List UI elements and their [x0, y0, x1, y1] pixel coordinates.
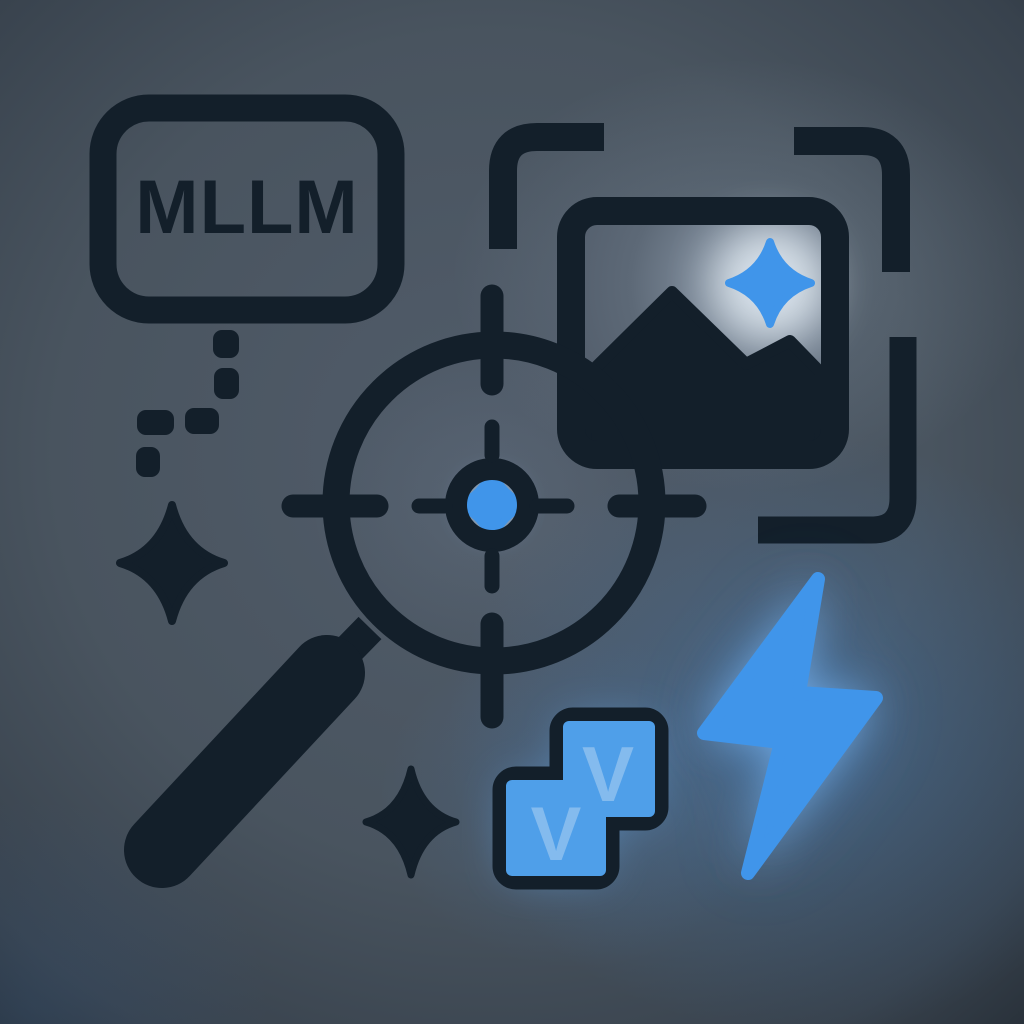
v-blocks-icon: V V	[492, 707, 669, 890]
frame-bracket-top-left	[489, 123, 604, 249]
photo-frame-border	[557, 197, 849, 469]
reticle-inner-circle	[445, 458, 539, 552]
sparkle-icon-left	[116, 501, 228, 625]
crosshair-magnifier-icon	[124, 284, 707, 888]
magnifier-handle	[124, 635, 365, 888]
photo-icon	[557, 197, 849, 469]
frame-bracket-top-right	[794, 127, 910, 272]
reticle-outer-ticks	[281, 284, 707, 729]
frame-bracket-bottom-right	[758, 337, 917, 544]
mllm-badge-icon: MLLM	[89, 94, 405, 324]
sparkle-icon-bottom	[362, 765, 460, 879]
v-block-letter-lower: V	[531, 792, 582, 877]
lightning-bolt-icon	[697, 572, 883, 880]
v-block-letter-upper: V	[582, 730, 634, 818]
v-block-lower	[506, 780, 606, 876]
lightning-bolt	[697, 572, 883, 880]
mllm-badge-frame	[89, 94, 405, 324]
reticle-inner-ticks	[411, 419, 575, 594]
dotted-trail	[136, 330, 239, 477]
photo-sparkle-icon	[725, 238, 815, 328]
mllm-badge-label: MLLM	[135, 165, 358, 250]
